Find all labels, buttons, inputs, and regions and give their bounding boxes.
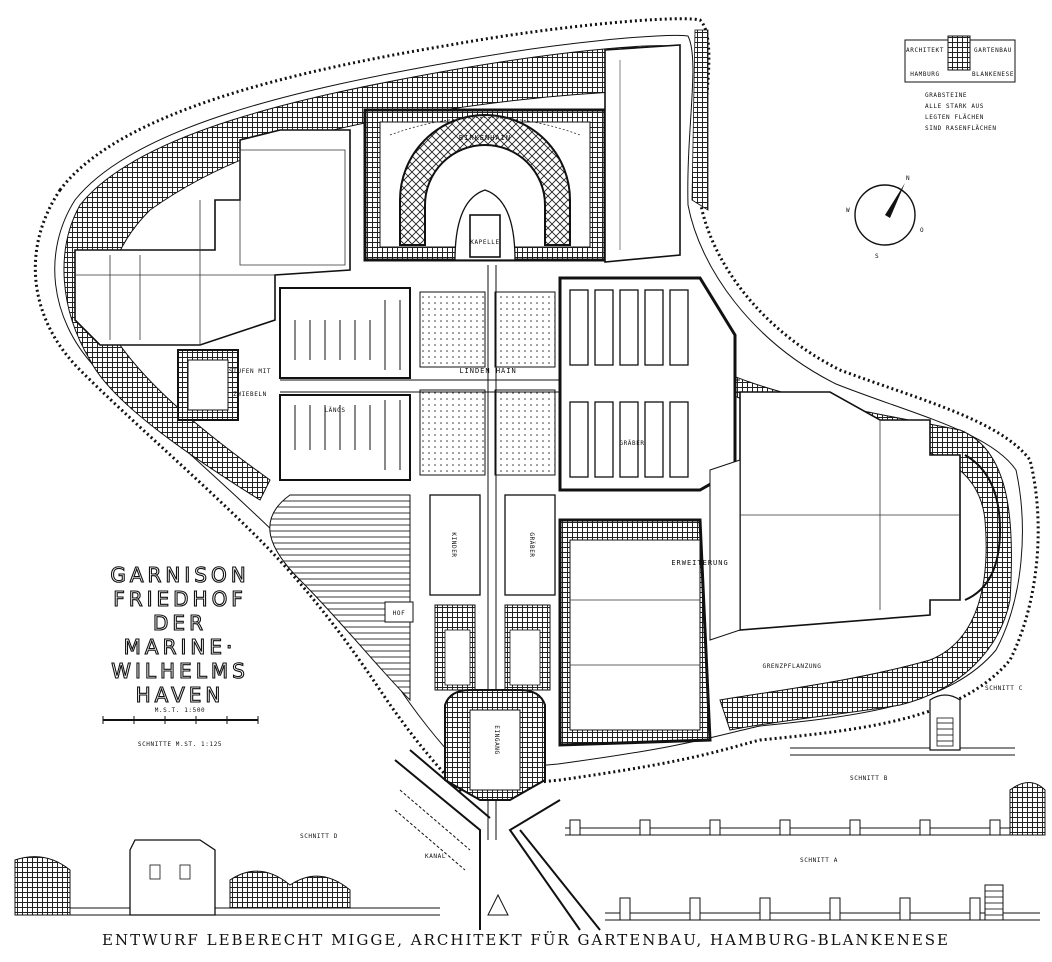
section-b-label: SCHNITT B xyxy=(850,775,888,782)
scale-bar xyxy=(102,716,259,724)
lindenhain-label: LINDEN HAIN xyxy=(459,367,516,375)
compass-o: O xyxy=(920,227,924,234)
west-grave-block: STUFEN MIT ZWIEBELN LÄNGS xyxy=(177,287,411,481)
title-line-3: DER xyxy=(153,611,207,635)
kanal-label: KANAL xyxy=(425,853,446,860)
entrance-and-canal: EINGANG KANAL xyxy=(394,689,601,931)
stamp-bottom-left: HAMBURG xyxy=(910,71,940,78)
section-a: SCHNITT A xyxy=(565,782,1046,921)
south-extension: ERWEITERUNG xyxy=(558,518,728,747)
kapelle-label: KAPELLE xyxy=(470,239,500,246)
stamp-bottom-right: BLANKENESE xyxy=(972,71,1014,78)
east-field xyxy=(709,391,1002,641)
erweiterung-label: ERWEITERUNG xyxy=(671,559,728,567)
title-line-1: GARNISON xyxy=(110,563,249,587)
section-drawings: SCHNITT B SCHNITT C SCHNITT A xyxy=(14,685,1046,921)
section-scale-label: SCHNITTE M.ST. 1:125 xyxy=(138,741,222,748)
graeber-2-label: GRÄBER xyxy=(528,532,535,557)
south-plots: KINDER GRÄBER HOF GRENZPFLANZUNG xyxy=(384,494,822,691)
title-line-4: MARINE· xyxy=(124,635,237,659)
note-line-4: SIND RASENFLÄCHEN xyxy=(925,125,997,132)
title-line-6: HAVEN xyxy=(136,683,225,707)
eingang-label: EINGANG xyxy=(493,725,500,755)
west-field xyxy=(74,129,351,346)
section-d-label: SCHNITT D xyxy=(300,833,338,840)
stamp-top-left: ARCHITEKT xyxy=(906,47,944,54)
section-a-label: SCHNITT A xyxy=(800,857,838,864)
section-d: SCHNITT D xyxy=(14,833,440,916)
central-plots: LINDEN HAIN xyxy=(280,265,740,840)
graeber-label: GRÄBER xyxy=(619,440,644,447)
stamp-top-right: GARTENBAU xyxy=(974,47,1012,54)
compass-icon: N S W O xyxy=(846,175,924,260)
compass-s: S xyxy=(875,253,879,260)
note-line-1: GRABSTEINE xyxy=(925,92,967,99)
kinder-label: KINDER xyxy=(450,532,457,557)
scale-label: M.S.T. 1:500 xyxy=(155,707,206,714)
title-line-2: FRIEDHOF xyxy=(113,587,247,611)
compass-w: W xyxy=(846,207,850,214)
zwiebeln-label: ZWIEBELN xyxy=(233,391,267,398)
note-line-3: LEGTEN FLÄCHEN xyxy=(925,114,984,121)
drawing-caption: ENTWURF LEBERECHT MIGGE, ARCHITEKT FÜR G… xyxy=(102,931,950,949)
title-block: GARNISON FRIEDHOF DER MARINE· WILHELMS H… xyxy=(102,562,259,748)
section-b: SCHNITT B SCHNITT C xyxy=(790,685,1023,782)
boundary-planting xyxy=(63,29,1013,731)
architect-stamp: ARCHITEKT GARTENBAU HAMBURG BLANKENESE xyxy=(904,35,1016,83)
compass-n: N xyxy=(906,175,910,182)
birkenhain-label: BIRKENHAIN xyxy=(459,134,511,142)
legend-notes: GRABSTEINE ALLE STARK AUS LEGTEN FLÄCHEN… xyxy=(925,92,997,132)
northeast-field xyxy=(604,44,681,263)
note-line-2: ALLE STARK AUS xyxy=(925,103,984,110)
stufen-label: STUFEN MIT xyxy=(229,368,271,375)
title-line-5: WILHELMS xyxy=(111,659,249,683)
birkenhain-complex: BIRKENHAIN KAPELLE xyxy=(363,108,607,262)
pflanzung-label: GRENZPFLANZUNG xyxy=(763,663,822,670)
east-grave-block: GRÄBER xyxy=(558,276,737,492)
section-c-label: SCHNITT C xyxy=(985,685,1023,692)
laengs-label: LÄNGS xyxy=(324,407,345,414)
hof-label: HOF xyxy=(393,610,406,617)
